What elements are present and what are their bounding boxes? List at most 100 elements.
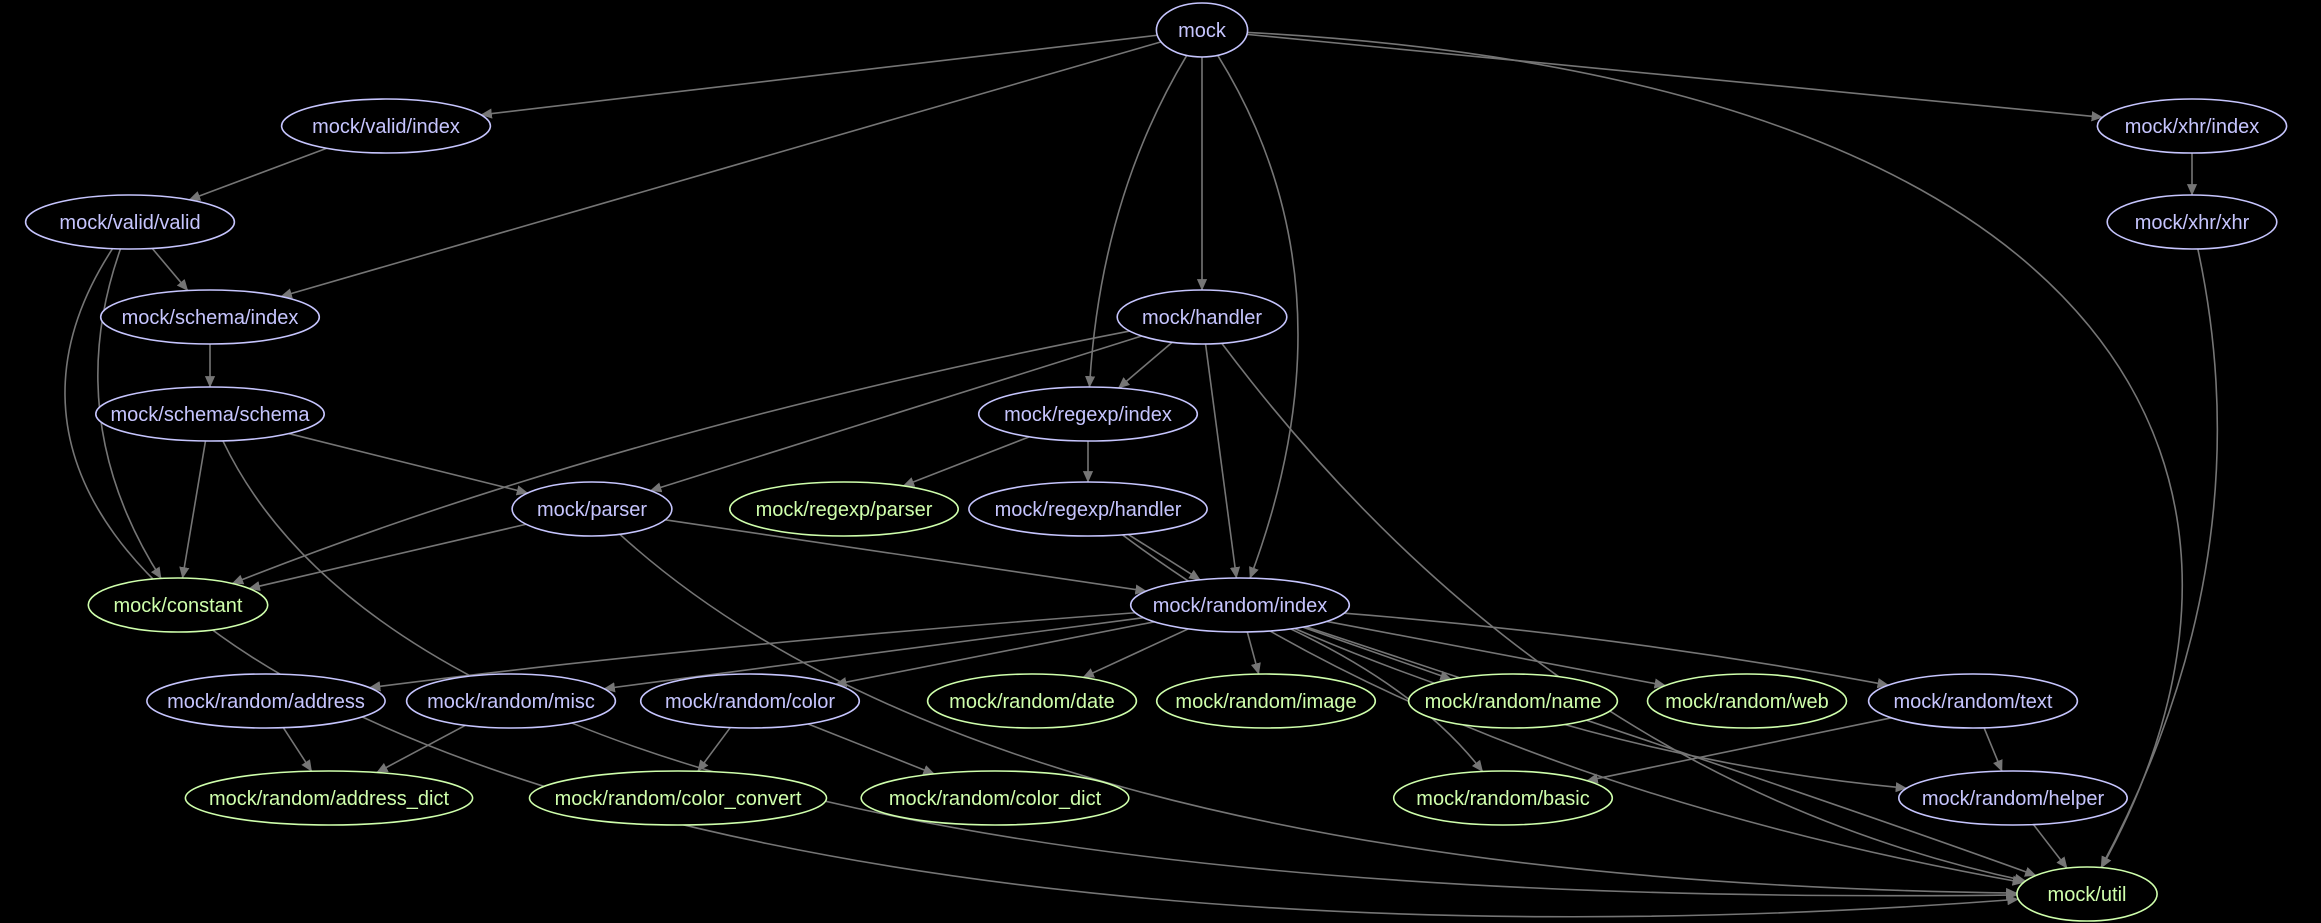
node-mock-regexp-index: mock/regexp/index (977, 386, 1199, 442)
node-label: mock/random/misc (427, 691, 595, 713)
node-label: mock/schema/schema (111, 404, 311, 426)
edge-mock-schema-schema-to-mock-constant (179, 440, 207, 579)
node-label: mock/constant (114, 595, 243, 617)
node-mock-random-web: mock/random/web (1646, 673, 1848, 729)
node-ellipse (2106, 194, 2278, 250)
node-label: mock/random/helper (1922, 788, 2105, 810)
node-ellipse (1155, 2, 1249, 58)
edge-mock-random-text-to-mock-random-basic (1586, 717, 1892, 784)
edge-mock-random-index-to-mock-random-address (368, 611, 1136, 692)
node-label: mock/random/color (665, 691, 835, 713)
node-ellipse (95, 386, 325, 442)
edge-mock-random-index-to-mock-random-web (1326, 620, 1667, 689)
node-mock-random-text: mock/random/text (1867, 673, 2079, 729)
node-ellipse (1867, 673, 2079, 729)
edge-mock-random-index-to-mock-random-color (835, 620, 1155, 688)
edge-mock-handler-to-mock-random-index (1204, 343, 1241, 579)
edge-mock-to-mock-util (1247, 31, 2184, 869)
node-ellipse (280, 98, 492, 154)
edge-mock-random-index-to-mock-random-basic (1290, 628, 1484, 772)
node-ellipse (528, 770, 828, 826)
node-label: mock/parser (537, 499, 647, 521)
node-label: mock/valid/index (312, 116, 460, 138)
node-label: mock/random/text (1894, 691, 2053, 713)
node-mock-random-color: mock/random/color (639, 673, 861, 729)
node-label: mock/regexp/handler (995, 499, 1182, 521)
node-ellipse (977, 386, 1199, 442)
node-mock-random-misc: mock/random/misc (405, 673, 617, 729)
edge-mock-random-text-to-mock-random-helper (1983, 727, 2003, 772)
node-mock-random-helper: mock/random/helper (1898, 770, 2129, 826)
edge-mock-random-index-to-mock-random-text (1344, 612, 1890, 689)
node-mock-xhr-index: mock/xhr/index (2096, 98, 2288, 154)
node-mock-schema-index: mock/schema/index (99, 289, 321, 345)
node-mock-random-color_convert: mock/random/color_convert (528, 770, 828, 826)
node-ellipse (1129, 577, 1351, 633)
edge-mock-parser-to-mock-random-index (665, 519, 1147, 595)
node-ellipse (1898, 770, 2129, 826)
edge-mock-random-index-to-mock-random-image (1246, 631, 1261, 675)
node-mock-regexp-handler: mock/regexp/handler (968, 481, 1208, 537)
edge-mock-random-index-to-mock-random-misc (603, 616, 1144, 693)
node-ellipse (405, 673, 617, 729)
edge-mock-random-misc-to-mock-random-address_dict (376, 724, 466, 774)
edge-mock-handler-to-mock-constant (231, 330, 1130, 585)
edge-mock-random-address-to-mock-random-address_dict (282, 727, 313, 772)
node-label: mock/random/color_convert (555, 788, 802, 810)
node-mock-random-color_dict: mock/random/color_dict (860, 770, 1130, 826)
node-mock-random-address_dict: mock/random/address_dict (184, 770, 474, 826)
node-mock: mock (1155, 2, 1249, 58)
edge-mock-handler-to-mock-parser (649, 335, 1142, 493)
node-label: mock/regexp/parser (756, 499, 933, 521)
edge-mock-schema-schema-to-mock-parser (288, 432, 529, 496)
node-mock-xhr-xhr: mock/xhr/xhr (2106, 194, 2278, 250)
node-label: mock/handler (1142, 307, 1262, 329)
node-mock-random-address: mock/random/address (146, 673, 386, 729)
node-ellipse (87, 577, 269, 633)
node-label: mock/regexp/index (1004, 404, 1172, 426)
node-mock-random-basic: mock/random/basic (1392, 770, 1614, 826)
node-ellipse (2016, 866, 2158, 922)
edge-mock-random-helper-to-mock-util (2032, 824, 2068, 869)
edge-mock-random-color-to-mock-random-color_convert (697, 727, 731, 772)
node-label: mock/random/address_dict (209, 788, 450, 810)
node-ellipse (728, 481, 959, 537)
node-ellipse (926, 673, 1138, 729)
node-mock-random-image: mock/random/image (1155, 673, 1377, 729)
node-mock-random-index: mock/random/index (1129, 577, 1351, 633)
node-mock-random-name: mock/random/name (1407, 673, 1619, 729)
edge-mock-to-mock-schema-index (280, 41, 1162, 299)
node-label: mock/random/image (1175, 691, 1356, 713)
edge-mock-regexp-handler-to-mock-random-index (1127, 533, 1201, 581)
node-ellipse (1646, 673, 1848, 729)
node-mock-handler: mock/handler (1116, 289, 1288, 345)
edge-mock-random-index-to-mock-random-helper (1294, 627, 1908, 793)
node-mock-regexp-parser: mock/regexp/parser (728, 481, 959, 537)
node-ellipse (1155, 673, 1377, 729)
node-label: mock/xhr/xhr (2135, 212, 2250, 234)
edge-mock-valid-index-to-mock-valid-valid (188, 147, 328, 201)
edge-mock-to-mock-xhr-index (1246, 33, 2104, 122)
edge-mock-to-mock-valid-index (480, 34, 1158, 119)
node-label: mock/random/date (949, 691, 1115, 713)
node-ellipse (146, 673, 386, 729)
node-label: mock/random/basic (1416, 788, 1589, 810)
node-label: mock/random/name (1425, 691, 1602, 713)
node-label: mock/schema/index (122, 307, 299, 329)
edge-mock-xhr-xhr-to-mock-util (2100, 248, 2219, 869)
node-label: mock (1178, 20, 1227, 42)
node-ellipse (639, 673, 861, 729)
node-ellipse (1392, 770, 1614, 826)
edge-mock-valid-valid-to-mock-schema-index (151, 247, 189, 292)
edge-mock-parser-to-mock-constant (248, 523, 527, 592)
node-ellipse (24, 194, 236, 250)
node-ellipse (511, 481, 673, 537)
node-mock-constant: mock/constant (87, 577, 269, 633)
node-mock-util: mock/util (2016, 866, 2158, 922)
edge-mock-valid-valid-to-mock-util (64, 248, 2019, 918)
node-label: mock/random/web (1665, 691, 1828, 713)
node-ellipse (1116, 289, 1288, 345)
edges-layer (64, 31, 2219, 918)
node-ellipse (1407, 673, 1619, 729)
